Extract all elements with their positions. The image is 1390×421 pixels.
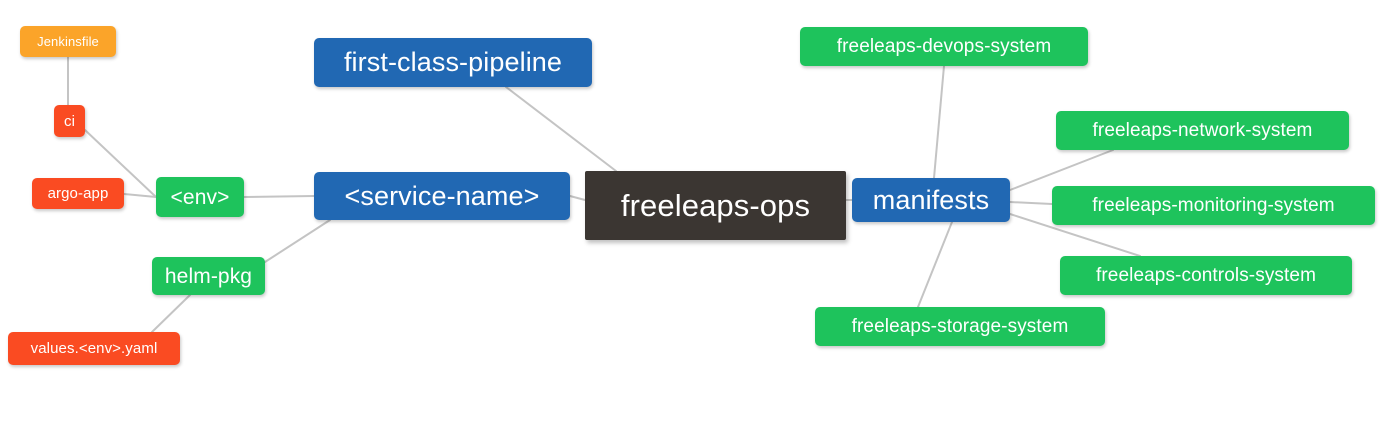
mindmap-node-label: freeleaps-storage-system bbox=[851, 316, 1069, 337]
edge-valuesyaml-to-helmpkg bbox=[151, 294, 191, 333]
mindmap-node-argoapp[interactable]: argo-app bbox=[32, 178, 124, 209]
mindmap-node-ci[interactable]: ci bbox=[54, 105, 85, 137]
edge-manifests-to-monitoring bbox=[1009, 201, 1053, 205]
mindmap-node-helmpkg[interactable]: helm-pkg bbox=[152, 257, 265, 295]
mindmap-node-label: freeleaps-devops-system bbox=[836, 36, 1052, 57]
edge-argoapp-to-env bbox=[123, 193, 157, 198]
mindmap-node-label: manifests bbox=[872, 184, 990, 215]
mindmap-node-network[interactable]: freeleaps-network-system bbox=[1056, 111, 1349, 150]
mindmap-node-controls[interactable]: freeleaps-controls-system bbox=[1060, 256, 1352, 295]
edge-service-to-root bbox=[569, 195, 586, 201]
mindmap-node-valuesyaml[interactable]: values.<env>.yaml bbox=[8, 332, 180, 365]
mindmap-node-monitoring[interactable]: freeleaps-monitoring-system bbox=[1052, 186, 1375, 225]
mindmap-node-root[interactable]: freeleaps-ops bbox=[585, 171, 846, 240]
mindmap-node-label: freeleaps-monitoring-system bbox=[1092, 195, 1335, 216]
mindmap-node-label: freeleaps-controls-system bbox=[1095, 265, 1317, 286]
mindmap-node-label: Jenkinsfile bbox=[37, 34, 99, 49]
mindmap-node-devops[interactable]: freeleaps-devops-system bbox=[800, 27, 1088, 66]
mindmap-node-storage[interactable]: freeleaps-storage-system bbox=[815, 307, 1105, 346]
edge-env-to-service bbox=[243, 195, 315, 198]
mindmap-node-label: <service-name> bbox=[344, 180, 540, 211]
mindmap-node-label: helm-pkg bbox=[164, 264, 253, 288]
mindmap-node-label: <env> bbox=[170, 185, 230, 209]
mindmap-node-label: freeleaps-ops bbox=[620, 188, 811, 223]
mindmap-node-manifests[interactable]: manifests bbox=[852, 178, 1010, 222]
edge-manifests-to-network bbox=[1009, 149, 1114, 191]
edge-manifests-to-storage bbox=[917, 221, 953, 308]
mindmap-node-label: ci bbox=[63, 112, 76, 130]
mindmap-node-label: argo-app bbox=[47, 185, 109, 202]
mindmap-node-pipeline[interactable]: first-class-pipeline bbox=[314, 38, 592, 87]
mindmap-node-service[interactable]: <service-name> bbox=[314, 172, 570, 220]
mindmap-node-jenkins[interactable]: Jenkinsfile bbox=[20, 26, 116, 57]
edge-pipeline-to-root bbox=[505, 86, 617, 172]
mindmap-node-label: freeleaps-network-system bbox=[1092, 120, 1313, 141]
edge-manifests-to-devops bbox=[933, 65, 945, 179]
edge-helmpkg-to-service bbox=[264, 219, 331, 263]
mindmap-node-label: values.<env>.yaml bbox=[30, 340, 158, 357]
mindmap-node-env[interactable]: <env> bbox=[156, 177, 244, 217]
mindmap-node-label: first-class-pipeline bbox=[343, 47, 563, 77]
